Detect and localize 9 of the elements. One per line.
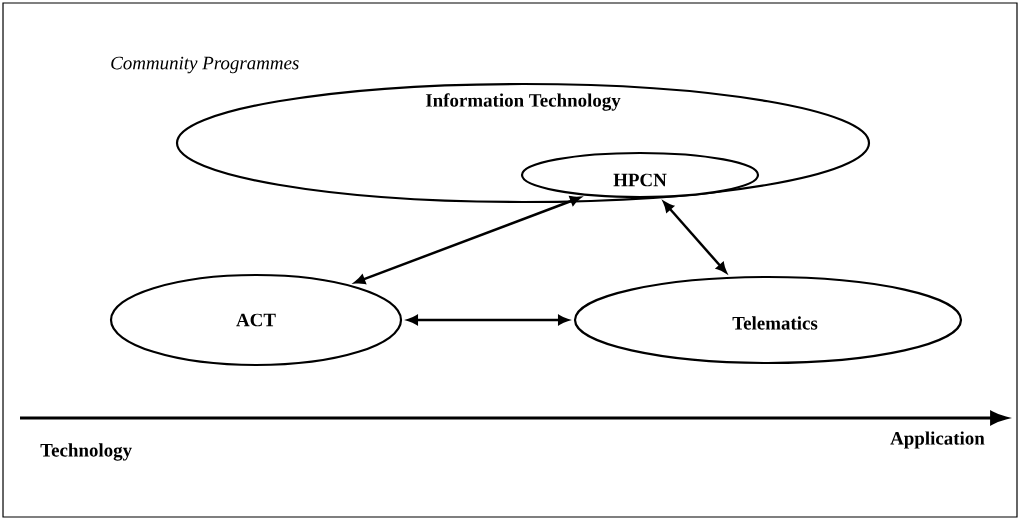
axis-label: Application [890, 431, 985, 449]
title: Community Programmes [111, 56, 299, 74]
axis-label: Technology [40, 443, 132, 461]
ellipse-node: HPCN [520, 151, 760, 199]
ellipse-node: ACT [109, 273, 403, 367]
arrow [407, 315, 569, 325]
ellipse-node: Telematics [573, 275, 963, 365]
arrow [354, 196, 581, 285]
arrow [663, 201, 727, 274]
